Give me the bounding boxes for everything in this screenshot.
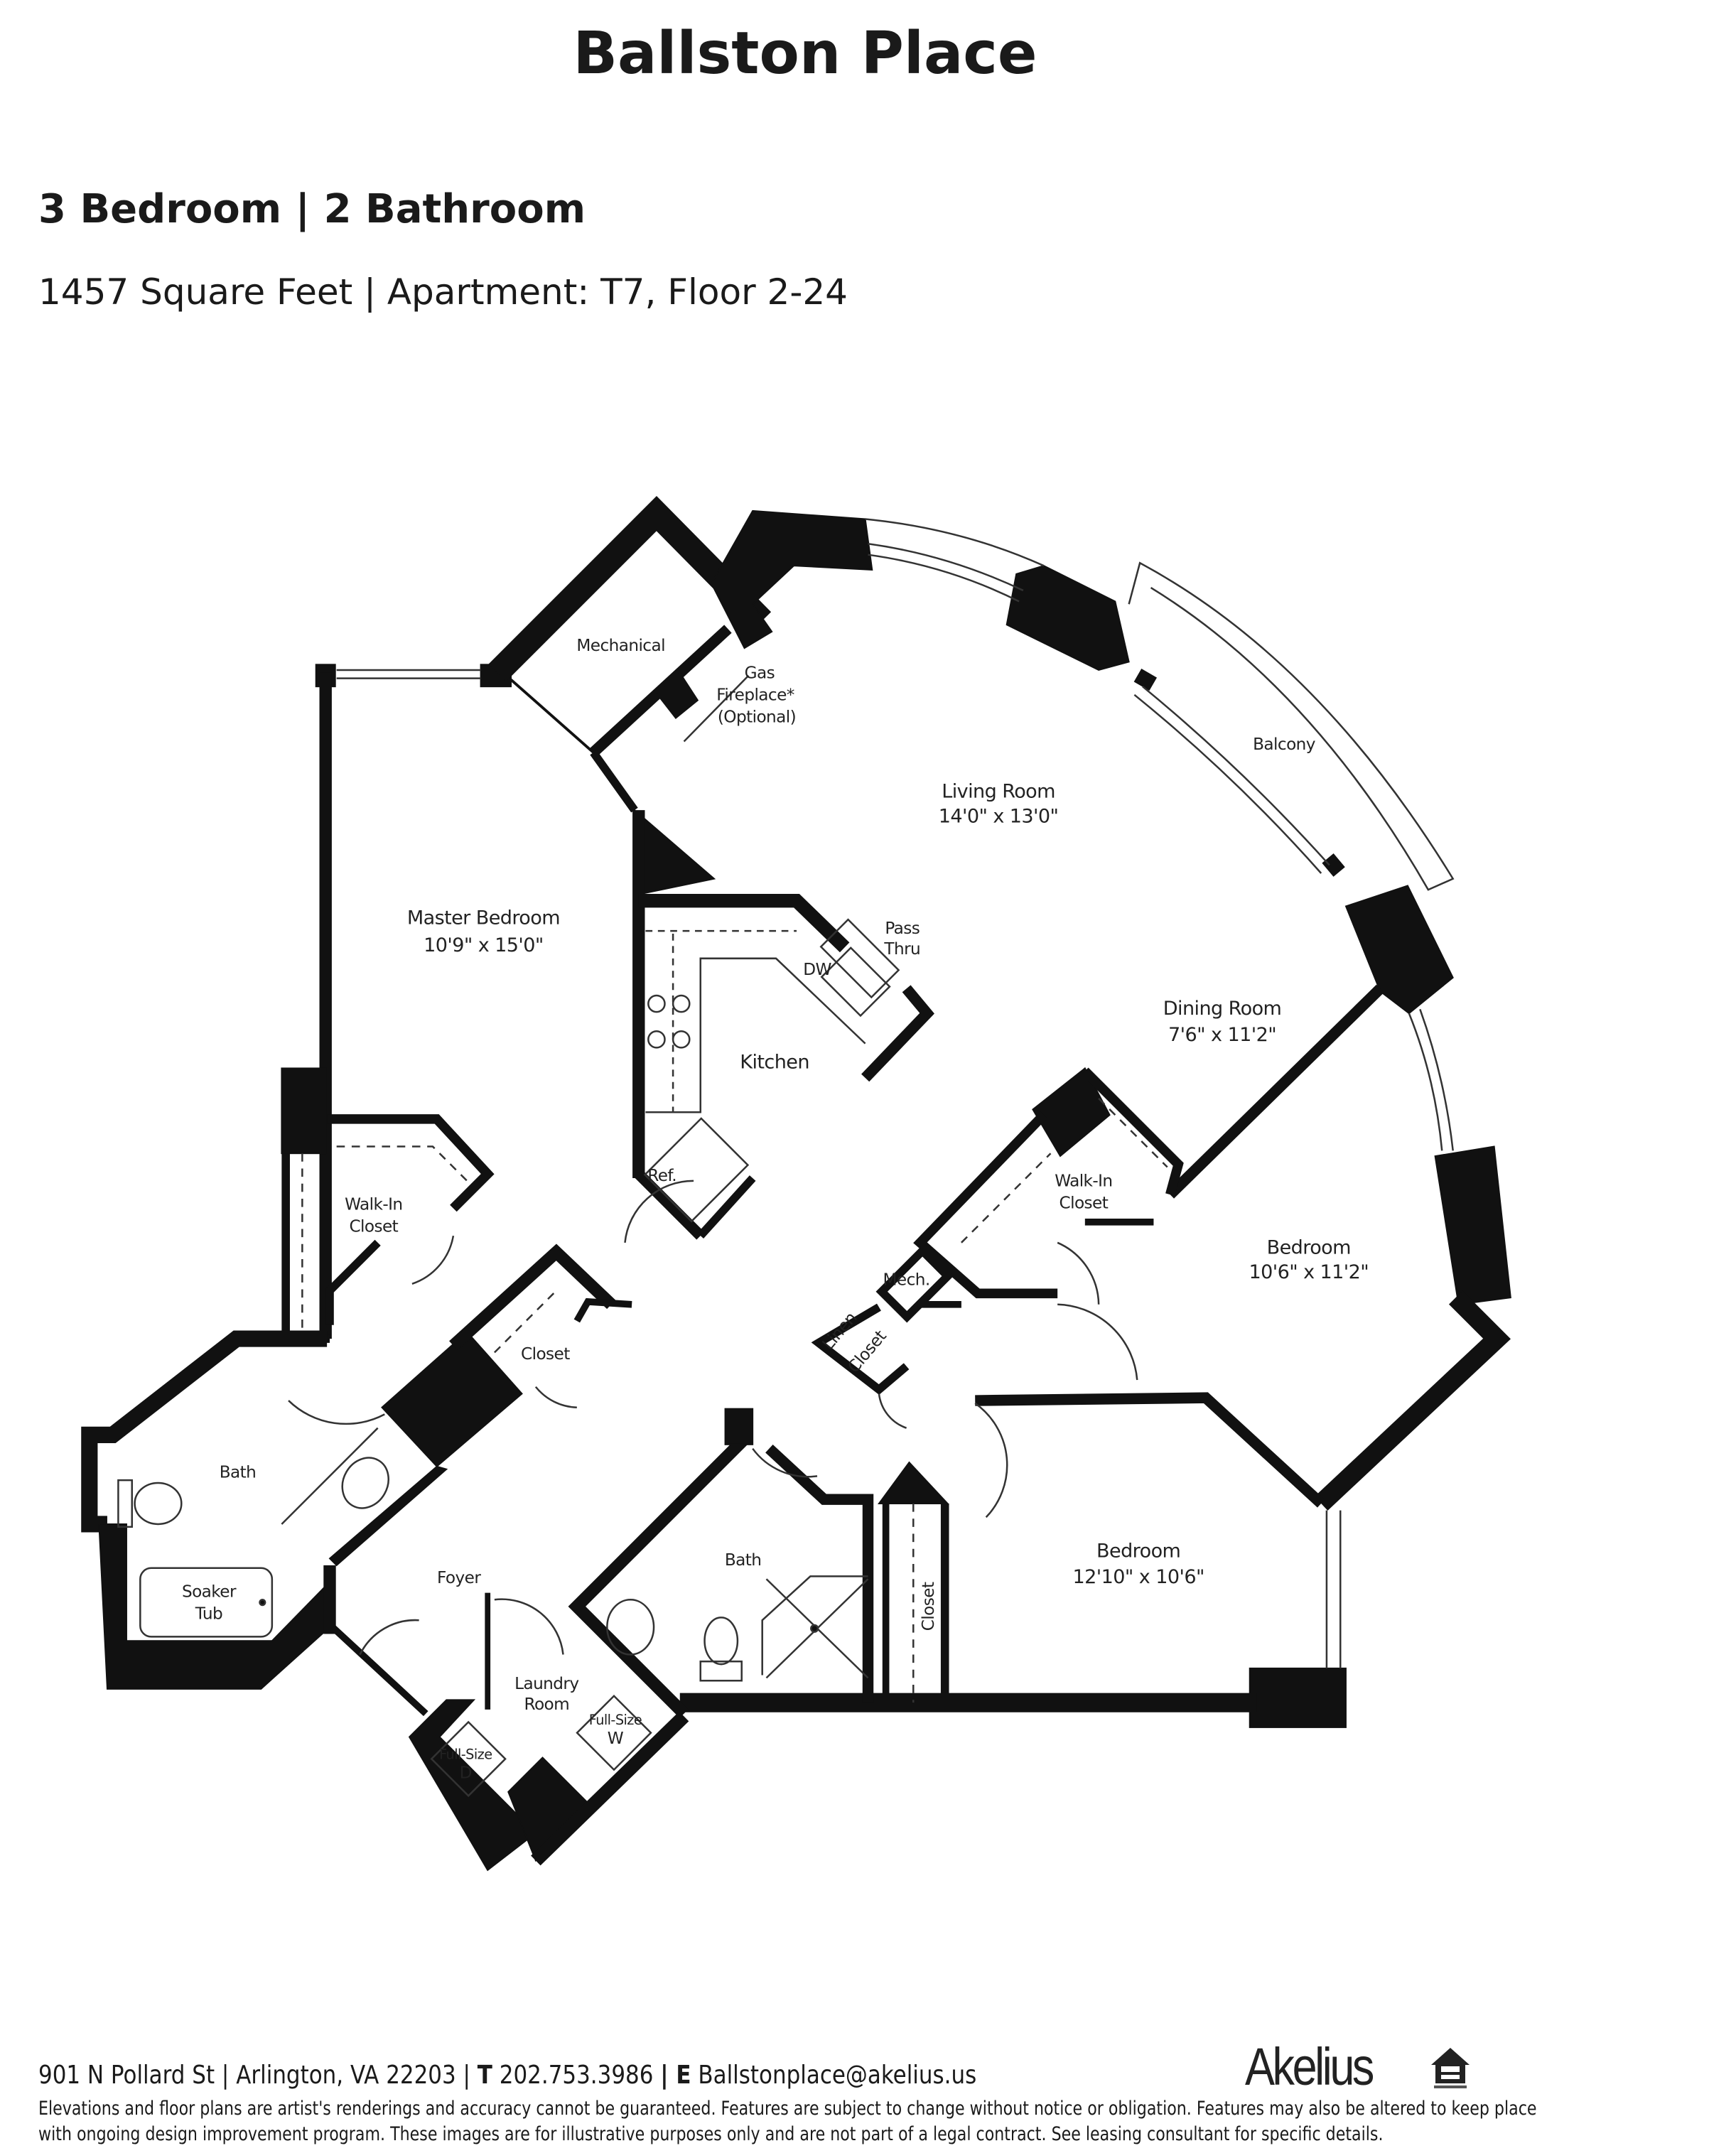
disclaimer-line-2: with ongoing design improvement program.…: [38, 2123, 1384, 2145]
walls: [81, 496, 1511, 1872]
label-master-bedroom: Master Bedroom: [407, 907, 560, 929]
label-washer-1: Full-Size: [589, 1712, 642, 1728]
label-pass: Pass: [885, 919, 920, 938]
unit-type: 3 Bedroom | 2 Bathroom: [38, 186, 586, 232]
label-walkin-2: Closet: [1060, 1194, 1109, 1213]
phone[interactable]: 202.753.3986: [492, 2061, 661, 2090]
email[interactable]: Ballstonplace@akelius.us: [691, 2061, 977, 2090]
address: 901 N Pollard St | Arlington, VA 22203 |: [38, 2061, 478, 2090]
label-bedroom-a: Bedroom: [1267, 1236, 1351, 1258]
label-bath-2: Bath: [725, 1550, 762, 1570]
contact-line: 901 N Pollard St | Arlington, VA 22203 |…: [38, 2061, 976, 2090]
windows-and-fixtures: [117, 518, 1455, 1798]
label-soaker: Soaker: [182, 1582, 237, 1601]
equal-housing-icon: [1431, 2048, 1470, 2088]
email-label: | E: [660, 2061, 691, 2090]
label-closet-bedroom: Closet: [919, 1582, 938, 1631]
label-laundry: Laundry: [514, 1674, 579, 1693]
label-kitchen: Kitchen: [740, 1051, 809, 1073]
label-dryer-2: D: [460, 1763, 472, 1782]
label-living-dim: 14'0" x 13'0": [939, 806, 1059, 828]
label-thru: Thru: [883, 939, 920, 959]
label-room: Room: [524, 1695, 569, 1714]
label-tub: Tub: [195, 1604, 222, 1623]
label-master-dim: 10'9" x 15'0": [424, 934, 544, 956]
label-dining-room: Dining Room: [1163, 998, 1282, 1020]
page-title: Ballston Place: [573, 20, 1037, 87]
label-linen-closet: Closet: [844, 1327, 890, 1376]
label-dining-dim: 7'6" x 11'2": [1168, 1024, 1276, 1046]
label-master-bath: Bath: [220, 1462, 257, 1482]
label-fireplace-1: Gas: [745, 664, 775, 683]
label-fireplace-2: Fireplace*: [716, 686, 794, 705]
label-bedroom-a-dim: 10'6" x 11'2": [1249, 1261, 1369, 1283]
label-living-room: Living Room: [942, 781, 1055, 803]
label-master-walkin-1: Walk-In: [345, 1194, 402, 1214]
label-master-walkin-2: Closet: [349, 1216, 398, 1236]
phone-label: T: [477, 2061, 492, 2090]
label-dw: DW: [803, 960, 831, 979]
akelius-logo: Akelius: [1245, 2037, 1374, 2096]
label-balcony: Balcony: [1253, 735, 1316, 754]
label-washer-2: W: [608, 1729, 624, 1748]
label-bedroom-b-dim: 12'10" x 10'6": [1073, 1566, 1204, 1588]
label-ref: Ref.: [647, 1166, 676, 1185]
label-linen: Linen: [819, 1309, 861, 1354]
label-walkin-1: Walk-In: [1055, 1172, 1112, 1191]
disclaimer-line-1: Elevations and floor plans are artist's …: [38, 2098, 1537, 2120]
room-labels: Mechanical Gas Fireplace* (Optional) Bal…: [182, 636, 1369, 1782]
label-bedroom-b: Bedroom: [1096, 1540, 1180, 1562]
unit-details: 1457 Square Feet | Apartment: T7, Floor …: [38, 271, 848, 313]
label-closet-foyer: Closet: [521, 1344, 570, 1364]
label-mechanical: Mechanical: [576, 636, 665, 655]
label-dryer-1: Full-Size: [439, 1746, 492, 1762]
label-fireplace-3: (Optional): [718, 707, 796, 726]
label-foyer: Foyer: [437, 1568, 481, 1587]
label-mech: Mech.: [883, 1270, 930, 1290]
